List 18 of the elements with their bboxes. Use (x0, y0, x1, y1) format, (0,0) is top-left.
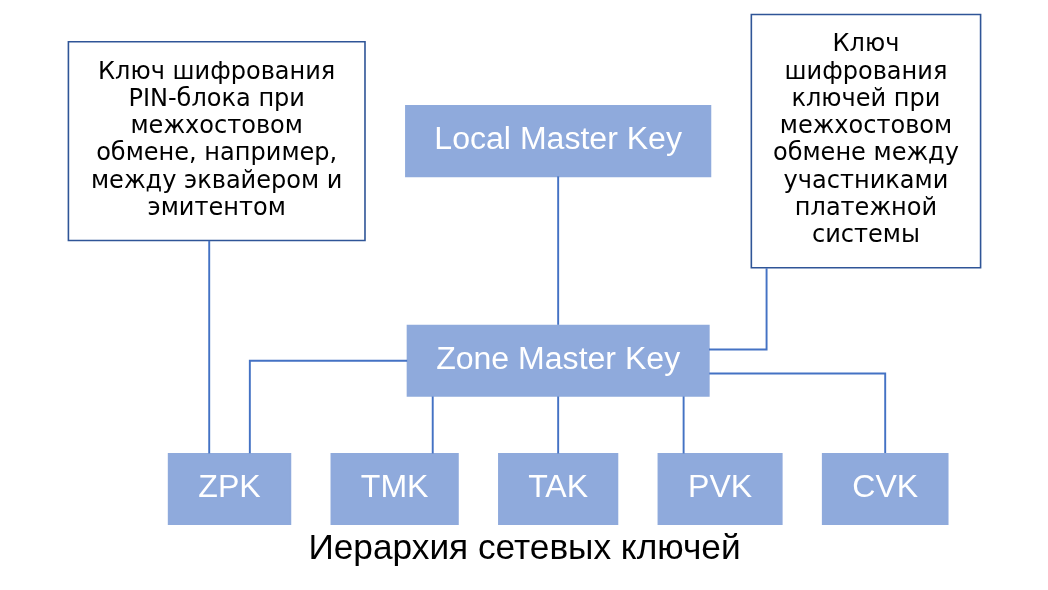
connector (556, 395, 559, 455)
node-box: Ключ шифрования ключей при межхостовом обмене между участниками платежной системы (750, 13, 981, 269)
node-box: Zone Master Key (406, 324, 710, 397)
node-box: ZPK (167, 452, 291, 526)
connector (248, 359, 408, 455)
connector (207, 239, 210, 455)
connector (707, 267, 768, 351)
node-box: Local Master Key (404, 105, 711, 178)
connector (682, 395, 685, 455)
node-box: PVK (657, 452, 783, 526)
caption: Иерархия сетевых ключей (307, 526, 741, 566)
node-box: CVK (821, 452, 948, 526)
node-box: TMK (330, 452, 459, 526)
connector (556, 175, 559, 326)
connector (431, 395, 434, 455)
node-box: TAK (497, 452, 618, 526)
connector (707, 372, 886, 455)
node-box: Ключ шифрования PIN-блока при межхостовом обмене, например, между эквайером и эмитентом (67, 40, 366, 242)
